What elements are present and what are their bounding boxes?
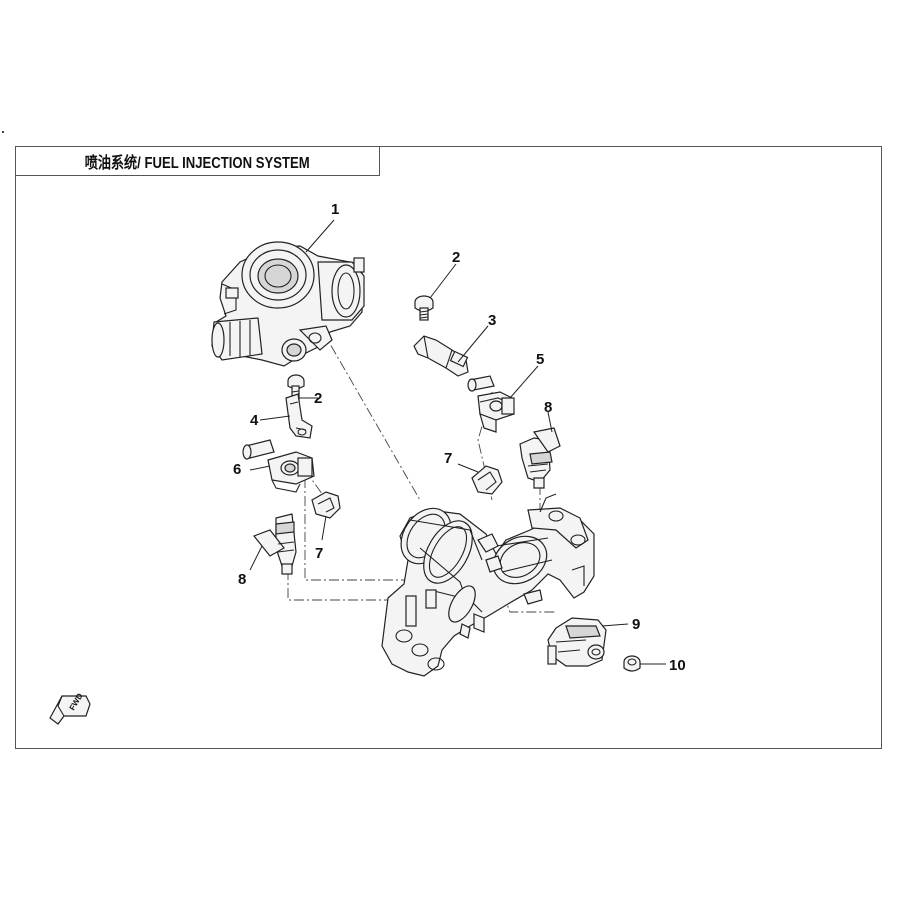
callout-6: 6 bbox=[233, 461, 241, 478]
callout-9: 9 bbox=[632, 616, 640, 633]
fuel-injector-left bbox=[253, 513, 297, 575]
callout-7-right: 7 bbox=[444, 450, 452, 467]
page-title: 喷油系统/ FUEL INJECTION SYSTEM bbox=[84, 154, 310, 172]
callouts: 1 2 2 3 4 5 6 7 7 8 8 9 10 bbox=[233, 201, 686, 674]
callout-2-upper: 2 bbox=[452, 249, 460, 266]
callout-3: 3 bbox=[488, 312, 496, 329]
callout-8-left: 8 bbox=[238, 571, 246, 588]
fuel-injector-right bbox=[519, 427, 561, 489]
fuel-connector-right bbox=[467, 375, 515, 433]
injector-clip-left bbox=[311, 491, 341, 519]
callout-4: 4 bbox=[250, 412, 259, 429]
diagram-frame bbox=[15, 146, 882, 749]
fuel-connector-left bbox=[242, 439, 315, 493]
callout-10: 10 bbox=[669, 657, 686, 674]
callout-7-left: 7 bbox=[315, 545, 323, 562]
bolt-upper bbox=[414, 295, 434, 321]
intake-manifold bbox=[381, 493, 595, 677]
injector-clip-right bbox=[471, 465, 503, 495]
callout-8-right: 8 bbox=[544, 399, 552, 416]
callout-2-lower: 2 bbox=[314, 390, 322, 407]
map-sensor bbox=[547, 617, 607, 667]
fuel-rail-bracket bbox=[413, 335, 469, 377]
callout-1: 1 bbox=[331, 201, 339, 218]
fwd-arrow-icon: FWD bbox=[49, 692, 91, 725]
bolt-map-sensor bbox=[623, 655, 641, 672]
callout-5: 5 bbox=[536, 351, 544, 368]
title-box: 喷油系统/ FUEL INJECTION SYSTEM bbox=[15, 146, 380, 176]
throttle-body bbox=[211, 241, 365, 367]
leader-lines bbox=[249, 219, 666, 665]
corner-mark bbox=[2, 131, 4, 133]
